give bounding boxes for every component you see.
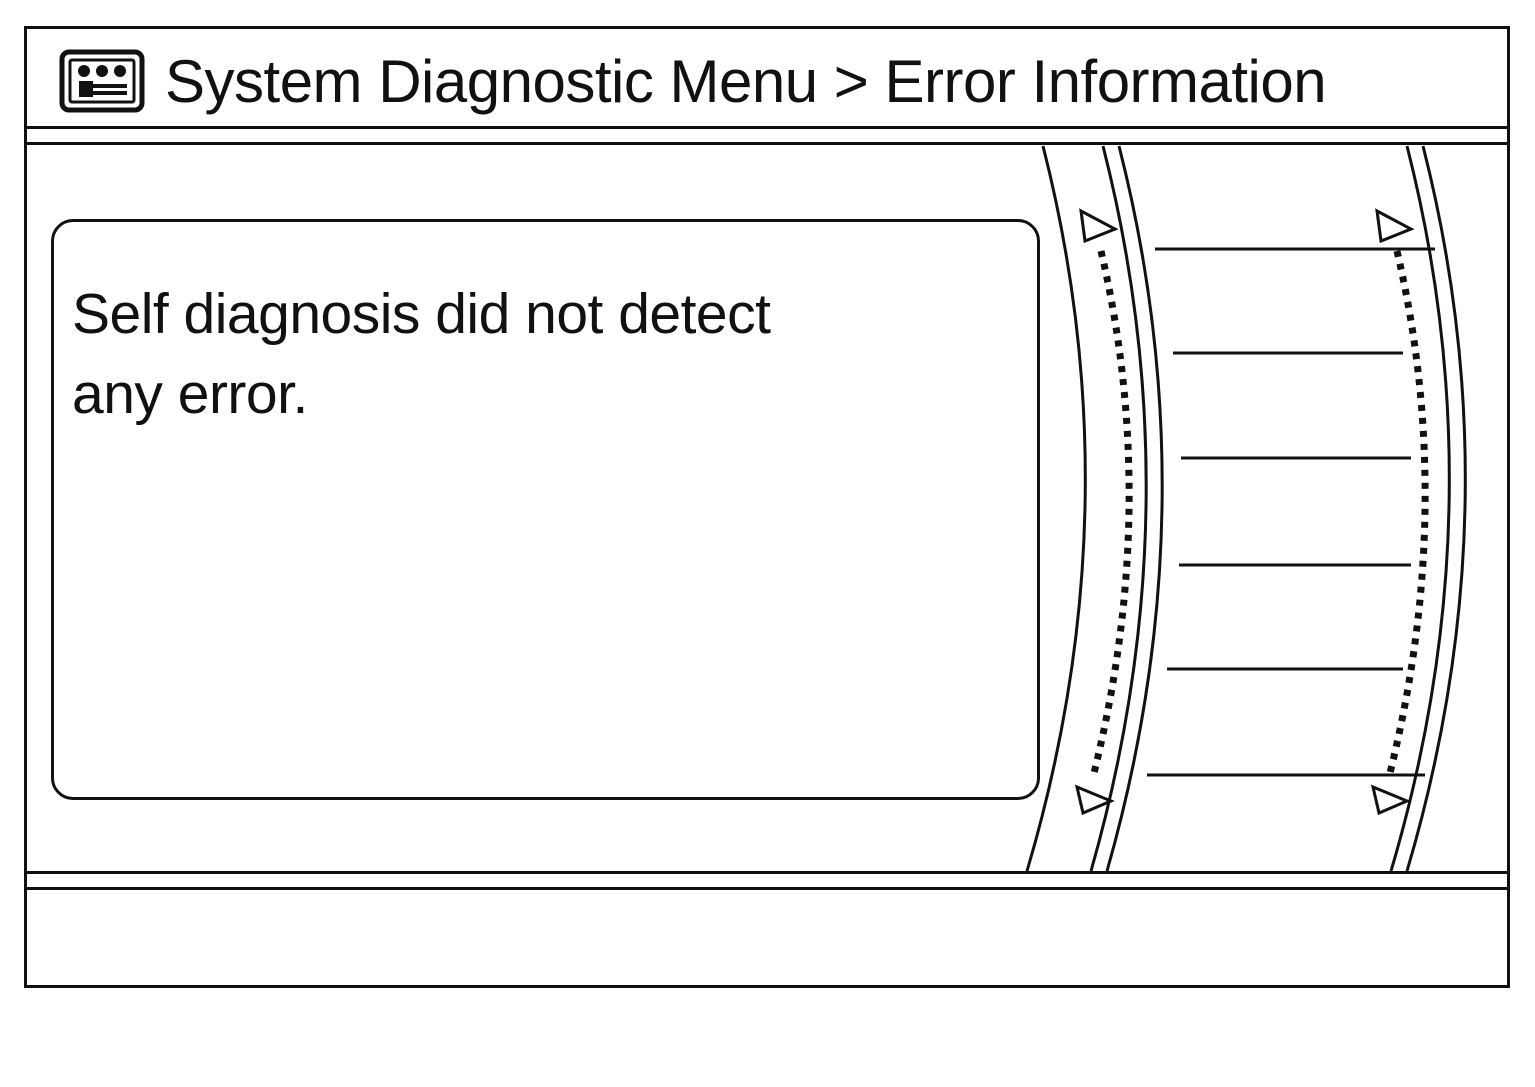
footer-divider-lower	[27, 887, 1507, 890]
scroll-down-arrow-icon[interactable]	[1370, 784, 1411, 816]
footer-divider-upper	[27, 871, 1507, 874]
diagnostic-screen: System Diagnostic Menu > Error Informati…	[24, 26, 1510, 988]
dial-left-inner-arc	[1105, 145, 1164, 872]
menu-dial[interactable]	[27, 29, 1507, 985]
header-divider-upper	[27, 126, 1507, 129]
scroll-up-arrow-icon[interactable]	[1375, 208, 1415, 244]
right-scroll-track[interactable]	[1385, 250, 1429, 778]
footer-bar	[27, 891, 1507, 985]
page-title: System Diagnostic Menu > Error Informati…	[165, 48, 1327, 115]
dial-right-arc	[1405, 145, 1467, 872]
error-message-line: any error.	[72, 362, 308, 426]
scroll-arrows-icon[interactable]	[1370, 208, 1415, 816]
error-message: Self diagnosis did not detect any error.	[72, 274, 972, 434]
scroll-up-arrow-icon[interactable]	[1079, 208, 1119, 244]
scroll-down-arrow-icon[interactable]	[1074, 784, 1115, 816]
header-divider-lower	[27, 142, 1507, 145]
dial-left-outer-arc	[1025, 145, 1087, 872]
diagnostic-menu-icon	[59, 49, 145, 113]
dial-left-inner-arc	[1089, 145, 1148, 872]
error-message-panel: Self diagnosis did not detect any error.	[51, 219, 1040, 800]
left-scroll-track[interactable]	[1089, 250, 1133, 778]
scroll-arrows-icon[interactable]	[1074, 208, 1119, 816]
error-message-line: Self diagnosis did not detect	[72, 282, 771, 346]
header-bar: System Diagnostic Menu > Error Informati…	[27, 29, 1507, 129]
